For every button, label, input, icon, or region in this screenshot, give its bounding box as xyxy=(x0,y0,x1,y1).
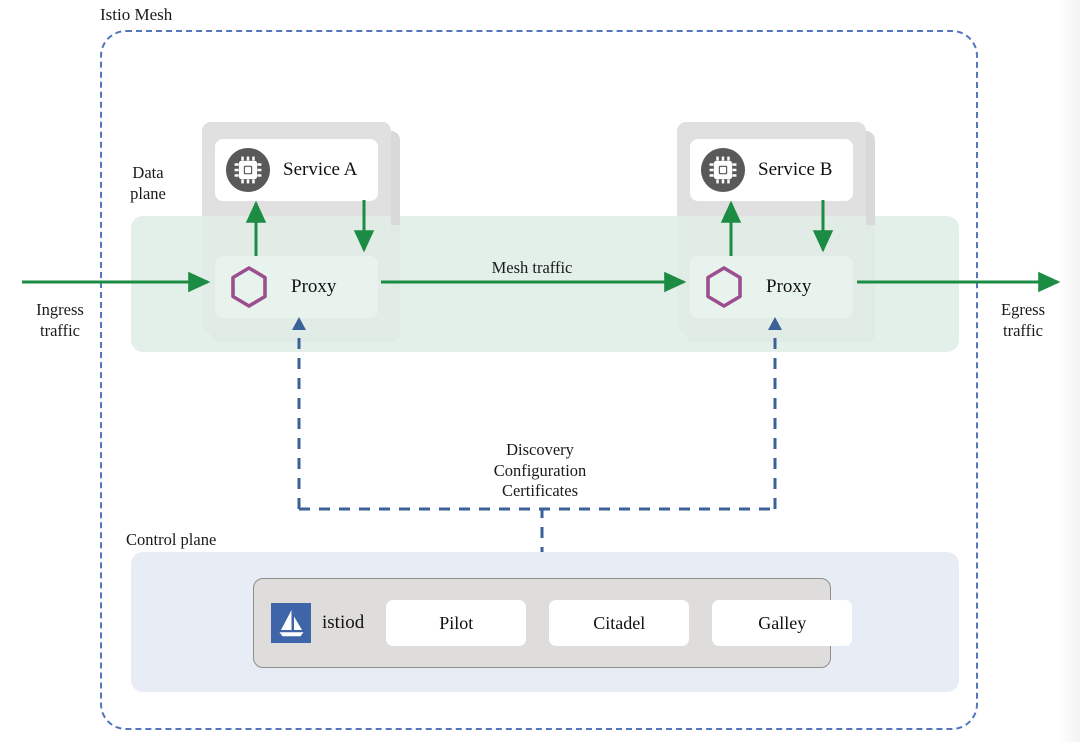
proxy-box[interactable]: Proxy xyxy=(215,256,378,318)
mesh-title: Istio Mesh xyxy=(100,5,173,24)
proxy-label: Proxy xyxy=(766,276,812,297)
pod-service-a: Service A Proxy xyxy=(202,122,400,342)
mesh-traffic-label: Mesh traffic xyxy=(491,258,573,277)
cpu-chip-icon xyxy=(700,147,746,193)
service-label: Service A xyxy=(283,159,358,180)
cpu-chip-icon xyxy=(225,147,271,193)
mesh-boundary xyxy=(100,30,978,730)
component-citadel[interactable]: Citadel xyxy=(549,600,690,646)
proxy-label: Proxy xyxy=(291,276,337,297)
service-label: Service B xyxy=(758,159,833,180)
proxy-box[interactable]: Proxy xyxy=(690,256,853,318)
istio-sailboat-icon xyxy=(271,603,311,643)
data-plane-label: Data plane xyxy=(130,163,166,203)
istiod-container[interactable]: istiod Pilot Citadel Galley xyxy=(253,578,853,668)
istiod-label: istiod xyxy=(322,612,365,633)
service-box[interactable]: Service B xyxy=(690,139,853,201)
discovery-config-certs-label: Discovery Configuration Certificates xyxy=(493,440,587,501)
hexagon-icon xyxy=(227,265,271,309)
hexagon-icon xyxy=(702,265,746,309)
control-plane-label: Control plane xyxy=(126,530,217,549)
ingress-traffic-label: Ingress traffic xyxy=(36,300,84,340)
component-pilot[interactable]: Pilot xyxy=(386,600,527,646)
pod-service-b: Service B Proxy xyxy=(677,122,875,342)
component-galley[interactable]: Galley xyxy=(712,600,853,646)
service-box[interactable]: Service A xyxy=(215,139,378,201)
istiod-brand: istiod xyxy=(271,603,364,643)
page-edge-strip xyxy=(1056,0,1080,742)
egress-traffic-label: Egress traffic xyxy=(1001,300,1045,340)
control-plane-components: Pilot Citadel Galley xyxy=(386,600,853,646)
